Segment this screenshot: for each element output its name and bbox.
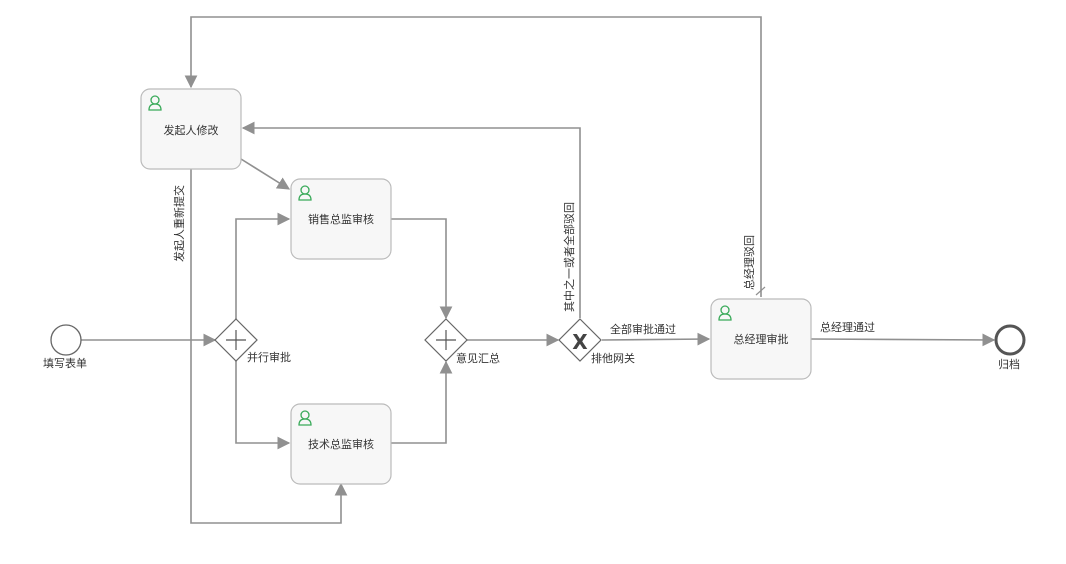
- flow-split-to-tech[interactable]: [235, 361, 291, 450]
- sequence-flows: [81, 16, 996, 524]
- flow-all-approved[interactable]: [601, 332, 711, 346]
- default-flow-marker: [755, 286, 766, 296]
- user-icon: [298, 185, 312, 201]
- flow-label-gm-passed: 总经理通过: [820, 320, 875, 334]
- flow-label-any-rejected: 其中之一或者全部驳回: [562, 202, 576, 312]
- flow-any-rejected[interactable]: [241, 121, 581, 318]
- flow-tech-to-join[interactable]: [391, 360, 453, 444]
- gateway-exclusive-label: 排他网关: [591, 351, 635, 365]
- gateway-parallel-join[interactable]: [424, 318, 468, 362]
- task-initiator-modify[interactable]: 发起人修改: [140, 88, 242, 170]
- start-event-label: 填写表单: [43, 356, 87, 370]
- task-label: 销售总监审核: [308, 212, 374, 226]
- flow-gm-passed[interactable]: [810, 333, 996, 347]
- end-event-label: 归档: [998, 357, 1020, 371]
- task-label: 技术总监审核: [308, 437, 374, 451]
- task-label: 发起人修改: [164, 123, 219, 137]
- gateway-exclusive[interactable]: X: [558, 318, 602, 362]
- user-icon: [298, 410, 312, 426]
- gateway-parallel-split[interactable]: [214, 318, 258, 362]
- task-sales-review[interactable]: 销售总监审核: [290, 178, 392, 260]
- user-icon: [148, 95, 162, 111]
- gateway-split-label: 并行审批: [247, 350, 291, 364]
- gateway-join-label: 意见汇总: [456, 351, 500, 365]
- start-event[interactable]: [50, 324, 82, 356]
- task-label: 总经理审批: [734, 332, 789, 346]
- flow-sales-to-join[interactable]: [391, 218, 453, 320]
- flow-split-to-sales[interactable]: [235, 212, 291, 319]
- task-gm-approve[interactable]: 总经理审批: [710, 298, 812, 380]
- flow-gm-rejected[interactable]: [184, 16, 762, 297]
- user-icon: [718, 305, 732, 321]
- plus-icon: [436, 330, 456, 350]
- flow-label-resubmit: 发起人重新提交: [172, 185, 186, 262]
- flow-label-all-approved: 全部审批通过: [610, 322, 676, 336]
- flow-modify-to-sales[interactable]: [240, 158, 291, 190]
- plus-icon: [226, 330, 246, 350]
- flow-resubmit[interactable]: [190, 169, 348, 524]
- end-event[interactable]: [994, 324, 1026, 356]
- task-tech-review[interactable]: 技术总监审核: [290, 403, 392, 485]
- flow-label-gm-rejected: 总经理驳回: [742, 235, 756, 290]
- x-icon: X: [572, 330, 588, 354]
